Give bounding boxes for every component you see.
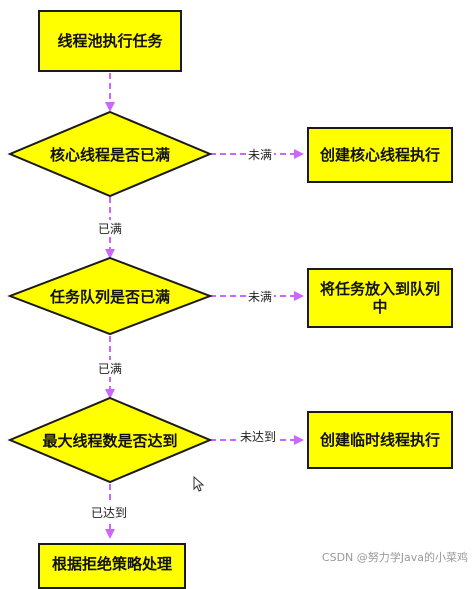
mouse-cursor-icon (193, 476, 205, 492)
edge-label-core-not-full: 未满 (246, 146, 275, 163)
edge-label-queue-full: 已满 (96, 360, 125, 377)
node-create-temp-thread: 创建临时线程执行 (307, 411, 453, 469)
edge-label-max-reached: 已达到 (89, 504, 130, 521)
decision-queue-full-label: 任务队列是否已满 (49, 287, 170, 306)
node-start: 线程池执行任务 (38, 10, 182, 72)
node-enqueue-task: 将任务放入到队列中 (307, 268, 453, 328)
decision-core-full (7, 110, 213, 198)
decision-core-full-label: 核心线程是否已满 (49, 145, 170, 164)
edge-label-core-full: 已满 (96, 220, 125, 237)
watermark: CSDN @努力学Java的小菜鸡 (321, 551, 468, 564)
flowchart: 线程池执行任务 核心线程是否已满 任务队列是否已满 最大线程数是否达到 创建核心… (7, 10, 468, 589)
decision-max-reached-label: 最大线程数是否达到 (42, 431, 178, 450)
decision-max-reached (7, 396, 213, 484)
node-create-core-thread: 创建核心线程执行 (307, 127, 453, 183)
decision-queue-full (7, 256, 213, 336)
edge-label-queue-not-full: 未满 (246, 288, 275, 305)
edge-label-max-not-reached: 未达到 (238, 428, 279, 445)
node-reject-policy: 根据拒绝策略处理 (38, 543, 186, 589)
flowchart-connectors (7, 73, 304, 539)
